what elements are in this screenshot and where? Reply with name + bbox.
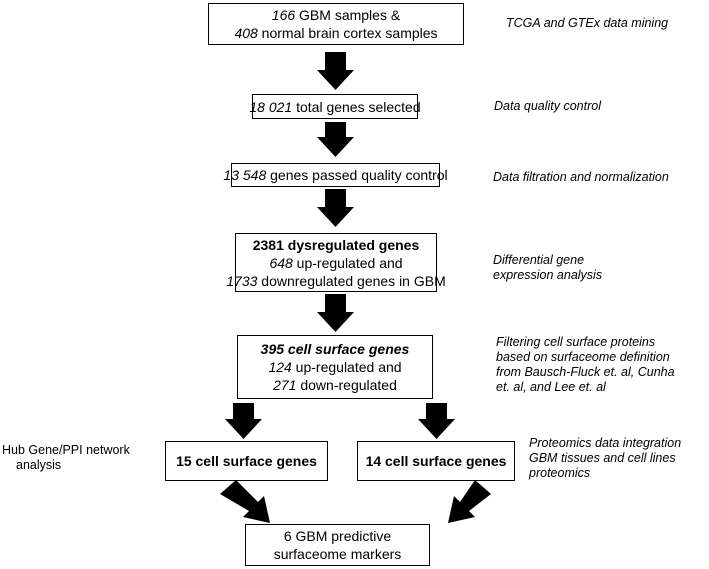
note-surfaceome-line4: et. al, and Lee et. al <box>496 380 606 394</box>
box-samples-line2: 408 normal brain cortex samples <box>234 25 438 41</box>
note-hub-gene: Hub Gene/PPI network analysis <box>2 443 130 473</box>
arrow-down-3 <box>317 189 354 227</box>
note-quality-control: Data quality control <box>494 99 602 113</box>
note-hub-gene-line2: analysis <box>16 458 62 472</box>
note-surfaceome-filter: Filtering cell surface proteins based on… <box>496 335 675 395</box>
arrow-down-4 <box>317 294 354 332</box>
box-predictive-markers-line2: surfaceome markers <box>273 546 402 562</box>
box-hub-genes: 15 cell surface genes <box>165 441 328 481</box>
arrow-down-left-branch <box>225 403 262 439</box>
note-differential-expression-line2: expression analysis <box>493 268 603 282</box>
arrow-diag-left <box>220 480 270 523</box>
box-total-genes: 18 021 total genes selected <box>249 94 421 119</box>
box-proteomics-genes-label: 14 cell surface genes <box>365 453 507 469</box>
box-hub-genes-label: 15 cell surface genes <box>176 453 317 469</box>
box-cell-surface-up: 124 up-regulated and <box>268 359 402 375</box>
note-proteomics-line3: proteomics <box>529 466 591 480</box>
box-quality-genes-label: 13 548 genes passed quality control <box>223 167 448 183</box>
box-samples: 166 GBM samples & 408 normal brain corte… <box>208 3 464 45</box>
note-proteomics-line2: GBM tissues and cell lines <box>529 451 676 465</box>
box-predictive-markers-line1: 6 GBM predictive <box>283 528 392 544</box>
box-total-genes-label: 18 021 total genes selected <box>249 98 421 115</box>
box-dysregulated-title: 2381 dysregulated genes <box>252 236 420 253</box>
box-cell-surface: 395 cell surface genes 124 up-regulated … <box>237 335 433 399</box>
note-proteomics: Proteomics data integration GBM tissues … <box>529 436 681 481</box>
arrow-down-right-branch <box>418 403 455 439</box>
note-surfaceome-line3: from Bausch-Fluck et. al, Cunha <box>496 365 675 379</box>
note-proteomics-line1: Proteomics data integration <box>529 436 682 450</box>
box-cell-surface-down: 271 down-regulated <box>273 377 397 393</box>
box-dysregulated: 2381 dysregulated genes 648 up-regulated… <box>226 233 446 292</box>
note-differential-expression-line1: Differential gene <box>493 253 585 267</box>
note-data-mining: TCGA and GTEx data mining <box>506 16 669 30</box>
arrow-down-1 <box>317 52 354 90</box>
note-surfaceome-line2: based on surfaceome definition <box>496 350 670 364</box>
note-filtration: Data filtration and normalization <box>493 170 669 184</box>
note-hub-gene-line1: Hub Gene/PPI network <box>2 443 130 457</box>
note-differential-expression: Differential gene expression analysis <box>493 253 602 283</box>
box-predictive-markers: 6 GBM predictive surfaceome markers <box>245 524 430 566</box>
note-surfaceome-line1: Filtering cell surface proteins <box>496 335 656 349</box>
arrow-diag-right <box>448 480 491 523</box>
box-dysregulated-down: 1733 downregulated genes in GBM <box>226 272 446 289</box>
arrow-down-2 <box>317 122 354 157</box>
box-dysregulated-up: 648 up-regulated and <box>269 254 403 271</box>
box-proteomics-genes: 14 cell surface genes <box>357 441 515 481</box>
box-quality-genes: 13 548 genes passed quality control <box>223 163 448 187</box>
box-cell-surface-title: 395 cell surface genes <box>260 341 410 357</box>
box-samples-line1: 166 GBM samples & <box>271 7 401 23</box>
